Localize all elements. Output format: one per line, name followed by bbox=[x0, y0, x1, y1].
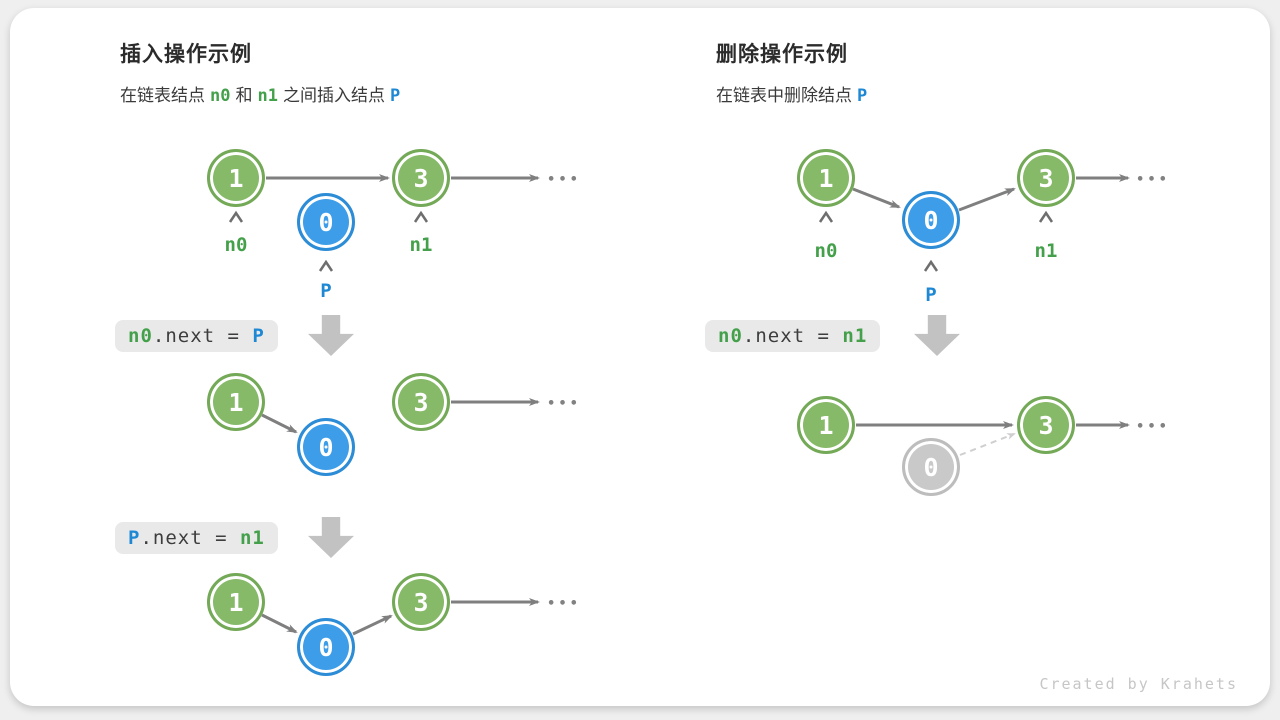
arrow-delete1-n0-to-p bbox=[852, 187, 901, 209]
delete-step2-node-3: 3 bbox=[1017, 396, 1075, 454]
caret-up-icon bbox=[318, 259, 334, 272]
code-lhs: P bbox=[128, 527, 141, 549]
arrow-insert3-n0-to-p bbox=[261, 613, 298, 634]
code-lhs: n0 bbox=[718, 325, 743, 347]
code-mid: .next = bbox=[152, 325, 253, 347]
ellipsis-dots: ••• bbox=[547, 172, 581, 188]
arrow-delete2-removed-dashed bbox=[959, 433, 1016, 456]
insert-code-n0-next: n0.next = P bbox=[115, 320, 278, 352]
insert-code-p-next: P.next = n1 bbox=[115, 522, 278, 554]
insert-step3-node-3: 3 bbox=[392, 573, 450, 631]
code-rhs: n1 bbox=[842, 325, 868, 347]
caret-up-icon bbox=[818, 210, 834, 223]
code-mid: .next = bbox=[742, 325, 843, 347]
code-rhs: n1 bbox=[239, 527, 265, 549]
insert-panel-title: 插入操作示例 bbox=[120, 42, 252, 66]
subtitle-text: 之间插入结点 bbox=[282, 86, 385, 106]
subtitle-text: 和 bbox=[235, 86, 253, 106]
delete-label-p: P bbox=[925, 284, 937, 306]
subtitle-token-p: P bbox=[389, 86, 401, 106]
arrow-insert3-p-to-n1 bbox=[352, 614, 393, 636]
subtitle-text: 在链表中删除结点 bbox=[716, 86, 852, 106]
insert-step3-node-0: 0 bbox=[297, 618, 355, 676]
delete-label-n1: n1 bbox=[1034, 240, 1058, 262]
insert-step3-node-1: 1 bbox=[207, 573, 265, 631]
subtitle-token-n1: n1 bbox=[257, 86, 278, 106]
insert-step1-node-1: 1 bbox=[207, 149, 265, 207]
ellipsis-dots: ••• bbox=[1136, 172, 1170, 188]
caret-up-icon bbox=[1038, 210, 1054, 223]
insert-step1-node-0: 0 bbox=[297, 193, 355, 251]
ellipsis-dots: ••• bbox=[1136, 419, 1170, 435]
caret-up-icon bbox=[413, 210, 429, 223]
delete-step1-node-0: 0 bbox=[902, 191, 960, 249]
insert-step2-node-1: 1 bbox=[207, 373, 265, 431]
insert-label-n1: n1 bbox=[409, 234, 433, 256]
insert-step2-node-0: 0 bbox=[297, 418, 355, 476]
code-lhs: n0 bbox=[128, 325, 153, 347]
insert-label-n0: n0 bbox=[224, 234, 248, 256]
delete-panel-title: 删除操作示例 bbox=[716, 42, 848, 66]
ellipsis-dots: ••• bbox=[547, 596, 581, 612]
arrow-insert2-n0-to-p bbox=[261, 413, 298, 434]
code-mid: .next = bbox=[140, 527, 240, 549]
caret-up-icon bbox=[923, 259, 939, 272]
insert-step1-node-3: 3 bbox=[392, 149, 450, 207]
watermark-credit: Created by Krahets bbox=[1039, 675, 1238, 693]
delete-step1-node-3: 3 bbox=[1017, 149, 1075, 207]
delete-step1-node-1: 1 bbox=[797, 149, 855, 207]
subtitle-token-n0: n0 bbox=[210, 86, 231, 106]
delete-step2-node-1: 1 bbox=[797, 396, 855, 454]
insert-step2-node-3: 3 bbox=[392, 373, 450, 431]
arrow-delete1-p-to-n1 bbox=[958, 187, 1016, 212]
insert-label-p: P bbox=[320, 280, 332, 302]
subtitle-token-p: P bbox=[857, 86, 868, 106]
caret-up-icon bbox=[228, 210, 244, 223]
delete-code-n0-next: n0.next = n1 bbox=[705, 320, 881, 352]
subtitle-text: 在链表结点 bbox=[120, 86, 205, 106]
code-rhs: P bbox=[252, 325, 265, 347]
delete-label-n0: n0 bbox=[814, 240, 838, 262]
delete-step2-node-0-removed: 0 bbox=[902, 438, 960, 496]
ellipsis-dots: ••• bbox=[547, 396, 581, 412]
